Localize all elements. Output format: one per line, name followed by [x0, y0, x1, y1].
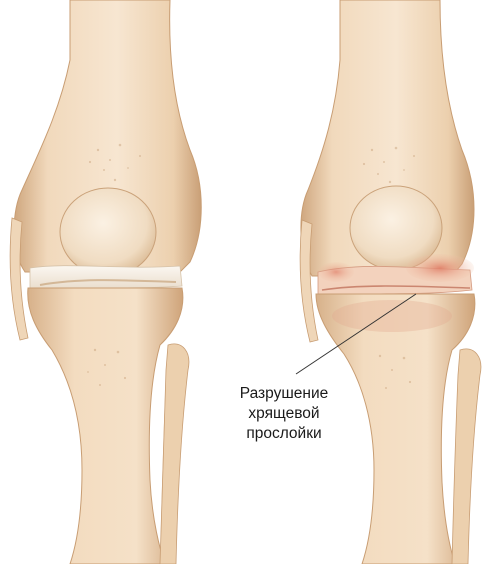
callout-line-1: Разрушение [218, 384, 350, 404]
cartilage-left [30, 266, 182, 290]
patella-left [60, 188, 156, 276]
tibia-left [28, 288, 183, 564]
callout-line-3: прослойки [218, 424, 350, 444]
fibula-left [160, 344, 189, 564]
callout-label: Разрушение хрящевой прослойки [218, 384, 350, 444]
healthy-knee [10, 0, 201, 564]
fibula-right [452, 349, 481, 564]
callout-line-2: хрящевой [218, 404, 350, 424]
damaged-knee [300, 0, 481, 564]
